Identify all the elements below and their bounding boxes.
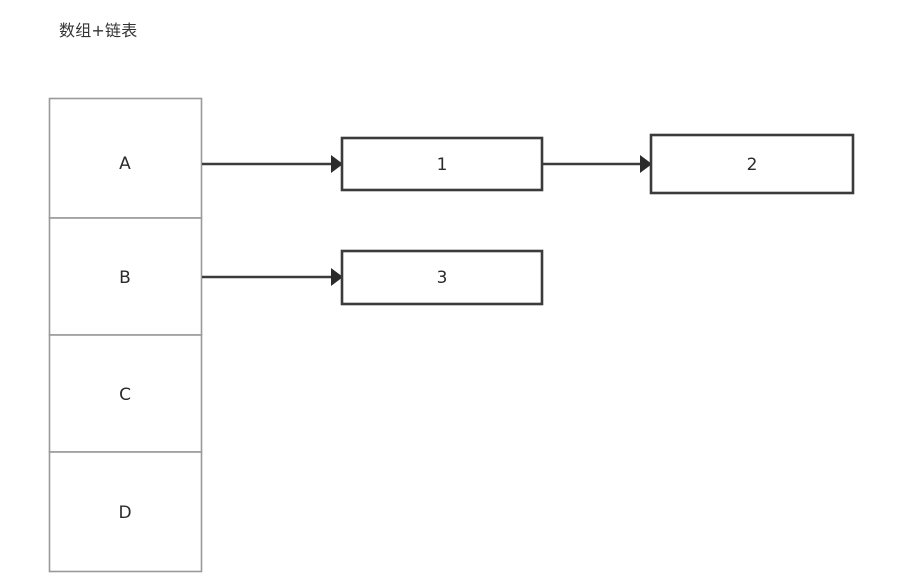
connector-b-to-node3 xyxy=(202,268,343,286)
array-cell-a-box xyxy=(48,97,203,219)
array-cell-c-box xyxy=(48,334,203,453)
array-cell-d[interactable]: D xyxy=(48,451,203,573)
list-node-2[interactable]: 2 xyxy=(649,133,855,195)
list-node-1-label: 1 xyxy=(437,155,448,175)
arrow-head-icon xyxy=(640,155,652,173)
arrow-head-icon xyxy=(331,268,343,286)
array-cell-c[interactable]: C xyxy=(48,334,203,453)
connector-a-to-node1 xyxy=(202,155,343,173)
list-node-3[interactable]: 3 xyxy=(340,249,544,306)
array-cell-a[interactable]: A xyxy=(48,97,203,219)
array-cell-d-label: D xyxy=(118,503,131,523)
array-cell-c-label: C xyxy=(119,385,131,405)
list-node-3-label: 3 xyxy=(437,268,448,288)
array-cell-a-label: A xyxy=(119,154,131,174)
arrow-head-icon xyxy=(331,155,343,173)
list-node-3-box xyxy=(340,249,544,306)
list-node-1-box xyxy=(340,136,544,192)
list-node-1[interactable]: 1 xyxy=(340,136,544,192)
list-node-2-label: 2 xyxy=(747,155,758,175)
list-node-2-box xyxy=(649,133,855,195)
array-cell-b-label: B xyxy=(119,268,131,288)
array-cell-b[interactable]: B xyxy=(48,217,203,336)
diagram-title: 数组+链表 xyxy=(59,21,138,40)
connector-node1-to-node2 xyxy=(543,155,652,173)
array-column: A B C D xyxy=(48,97,203,573)
array-cell-d-box xyxy=(48,451,203,573)
